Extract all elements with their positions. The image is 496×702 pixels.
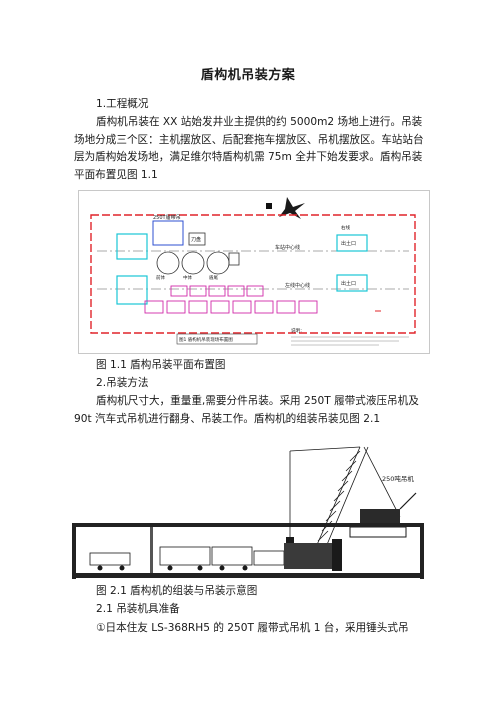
figure-site-layout: 250T履带吊 刀盘 前体 中体 盾尾 车站中心线 左线中心线 — [78, 190, 430, 354]
section2-heading: 2.吊装方法 — [96, 377, 149, 389]
paragraph-3: ①日本住友 LS-368RH5 的 250T 履带式吊机 1 台，采用锤头式吊 — [96, 622, 409, 634]
figure1-legend-title: 说明： — [291, 327, 305, 334]
label-front-shield: 前体 — [156, 274, 165, 281]
paragraph-1: 盾构机吊装在 XX 站始发井业主提供的约 5000m2 场地上进行。吊装场地分成… — [74, 116, 424, 181]
document-title: 盾构机吊装方案 — [200, 68, 296, 83]
label-right-line: 右线 — [341, 224, 350, 231]
figure1-caption: 图 1.1 盾构吊装平面布置图 — [96, 359, 226, 371]
section1-heading: 1.工程概况 — [96, 98, 149, 110]
figure-assembly-hoisting: 250吨吊机 — [70, 435, 434, 580]
label-main-axis: 车站中心线 — [275, 244, 300, 251]
label-entrance-2: 出土口 — [341, 280, 356, 287]
label-cutter: 刀盘 — [191, 236, 201, 243]
label-tunnel-axis: 左线中心线 — [285, 282, 310, 289]
figure2-caption: 图 2.1 盾构机的组装与吊装示意图 — [96, 585, 258, 597]
figure1-note-title: 图1 盾构机吊装现场布置图 — [179, 336, 233, 343]
label-middle-shield: 中体 — [183, 274, 192, 281]
label-tail-shield: 盾尾 — [209, 274, 218, 281]
crane-boom — [289, 446, 401, 548]
label-250t-crane: 250吨吊机 — [382, 474, 414, 483]
north-arrow-icon — [266, 197, 305, 219]
paragraph-2: 盾构机尺寸大，重量重,需要分件吊装。采用 250T 履带式液压吊机及 90t 汽… — [74, 395, 419, 425]
label-crane-zone: 250T履带吊 — [153, 215, 181, 221]
label-entrance-1: 出土口 — [341, 240, 356, 247]
section21-heading: 2.1 吊装机具准备 — [96, 603, 180, 615]
